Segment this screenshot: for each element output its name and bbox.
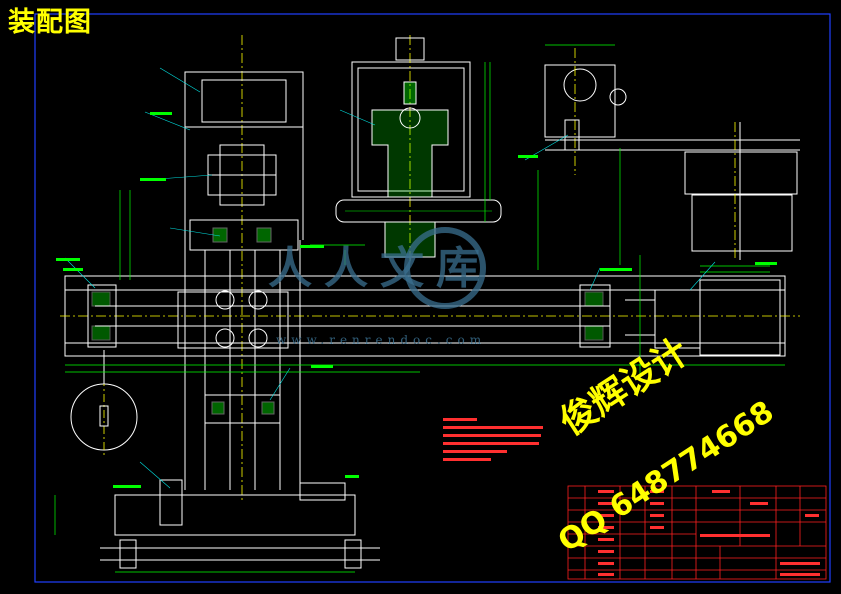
dimension-lines <box>54 44 785 573</box>
gearbox-section <box>335 35 502 262</box>
watermark-site-name: 人人文库 <box>268 243 492 294</box>
annotation-ticks <box>56 112 777 488</box>
drawing-frame <box>34 13 831 583</box>
title-block <box>567 485 827 580</box>
title-block-text <box>598 490 820 576</box>
drawing-title: 装配图 <box>8 7 92 38</box>
side-view <box>544 48 800 260</box>
technical-notes <box>443 418 543 461</box>
base-assembly <box>100 479 380 569</box>
watermark-logo <box>404 227 486 309</box>
left-pulley <box>70 350 138 458</box>
watermark-site-url: www.renrendoc.com <box>276 333 487 347</box>
